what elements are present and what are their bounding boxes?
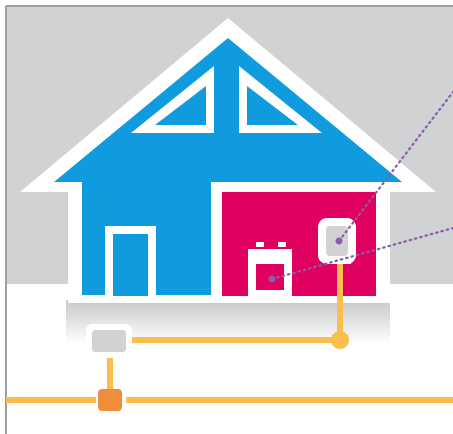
cable-junction	[331, 331, 349, 349]
gateway-hub-icon	[86, 324, 132, 358]
signal-node-plug	[336, 238, 343, 245]
interior-wall	[211, 182, 222, 296]
signal-node-oven	[269, 276, 276, 283]
oven-appliance-icon	[248, 242, 292, 297]
door-panel	[113, 234, 148, 296]
utility-meter-icon	[98, 389, 122, 411]
garage-header	[211, 182, 379, 192]
